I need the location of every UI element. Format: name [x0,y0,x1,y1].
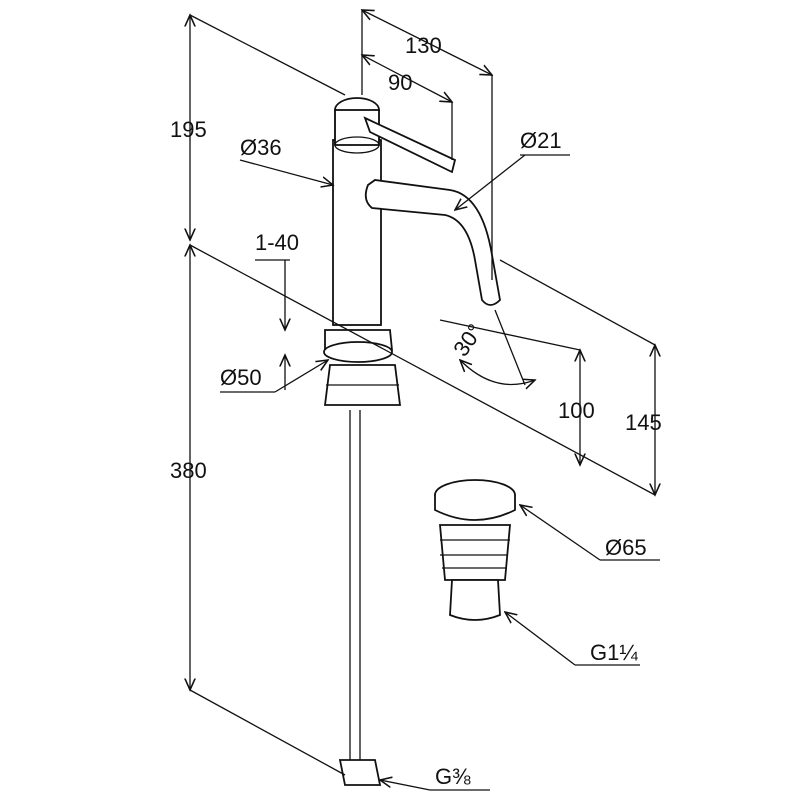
pop-up-waste [434,479,516,621]
dimension-lines [190,10,660,791]
dim-waste-thread: G1¼ [590,640,638,665]
dim-base-diameter: Ø50 [220,365,262,390]
dim-deck-thickness: 1-40 [255,230,299,255]
dim-90: 90 [388,70,412,95]
dim-spout-diameter: Ø21 [520,128,562,153]
dim-100: 100 [558,398,595,423]
faucet-body [323,97,501,786]
dim-hose-thread: G⅜ [435,764,471,789]
dim-spout-angle: 30° [448,319,488,361]
lever-handle [363,116,457,174]
dim-380: 380 [170,458,207,483]
dim-waste-diameter: Ø65 [605,535,647,560]
dim-145: 145 [625,410,662,435]
spout [364,179,501,306]
dim-130: 130 [405,33,442,58]
hose-connector [338,759,382,786]
dim-195: 195 [170,117,207,142]
dim-body-diameter: Ø36 [240,135,282,160]
